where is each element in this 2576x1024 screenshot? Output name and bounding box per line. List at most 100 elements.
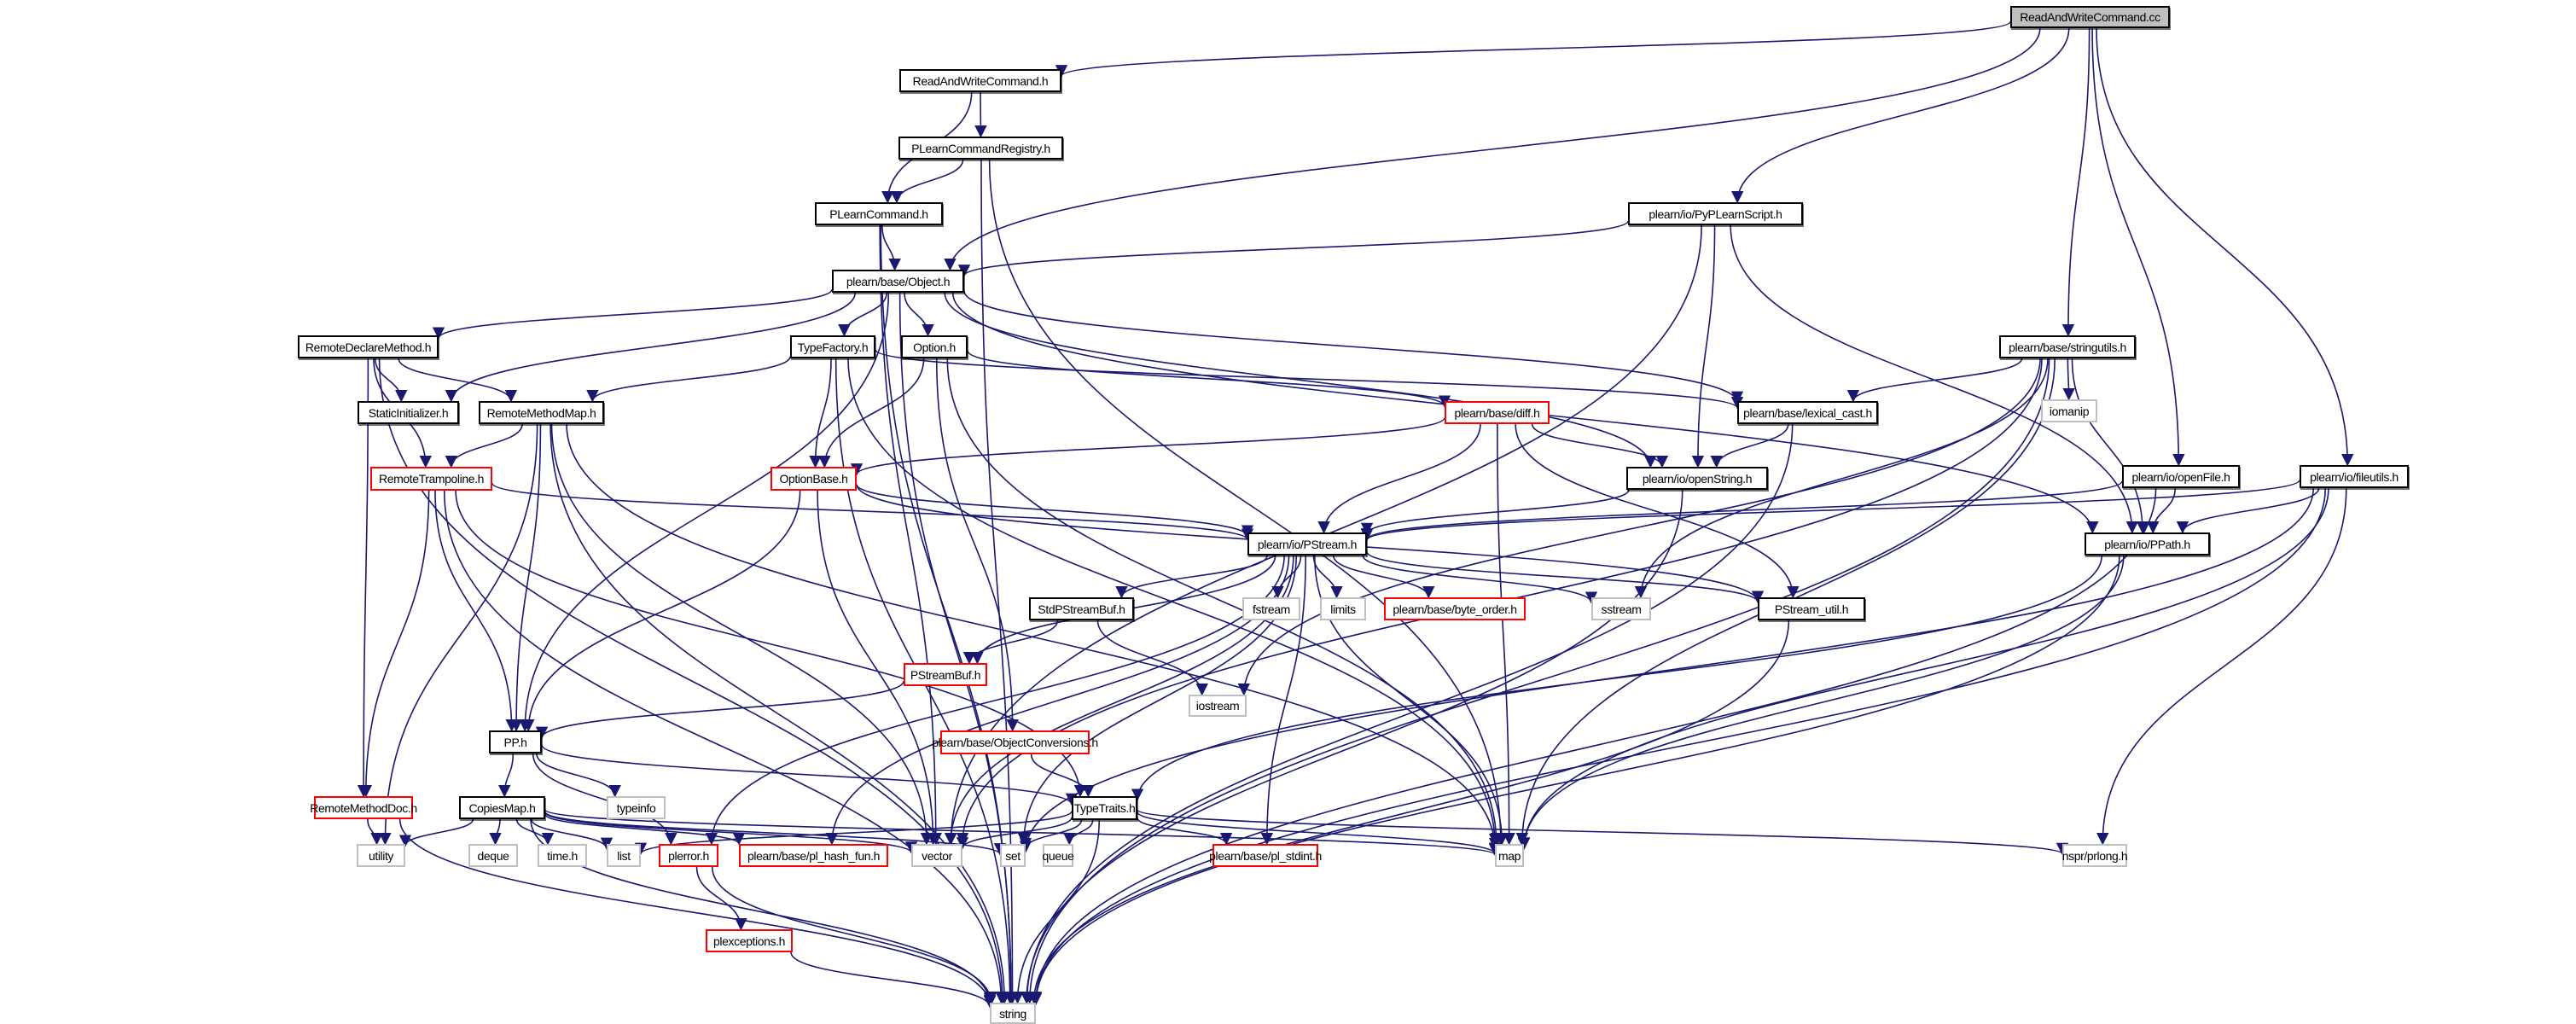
node-label: RemoteDeclareMethod.h [305, 340, 432, 354]
edge-ps-to-spb [1115, 555, 1268, 599]
node-label: plearn/base/byte_order.h [1393, 602, 1517, 616]
node-tt[interactable]: TypeTraits.h [1072, 796, 1137, 820]
edge-su-to-string [1023, 358, 2050, 1004]
edge-ps-to-limits [1312, 555, 1343, 599]
edge-tt-to-prlong [1137, 809, 2068, 856]
node-label: plearn/base/lexical_cast.h [1743, 405, 1872, 420]
node-label: ReadAndWriteCommand.h [912, 73, 1049, 88]
node-label: PP.h [503, 735, 527, 749]
node-ppd[interactable]: PP.h [489, 730, 542, 753]
node-plexc[interactable]: plexceptions.h [706, 929, 793, 952]
edge-fu-to-ps [1361, 479, 2300, 542]
node-fu[interactable]: plearn/io/fileutils.h [2300, 465, 2409, 488]
node-string: string [990, 1003, 1036, 1024]
edge-ob-to-vector [817, 490, 939, 846]
node-phf[interactable]: plearn/base/pl_hash_fun.h [739, 844, 888, 867]
node-stdint[interactable]: plearn/base/pl_stdint.h [1209, 844, 1322, 867]
edge-rt-to-ppd [434, 490, 518, 732]
edge-su-to-iomanip [2062, 358, 2075, 401]
node-rmm[interactable]: RemoteMethodMap.h [479, 401, 604, 424]
edge-obj-to-opt [904, 292, 934, 337]
edge-of-to-pp [2147, 487, 2177, 534]
edge-rmm-to-map [566, 423, 1502, 851]
node-iomanip: iomanip [2041, 399, 2097, 422]
node-bo[interactable]: plearn/base/byte_order.h [1384, 597, 1526, 620]
edge-obj-to-tf [838, 292, 887, 337]
node-su[interactable]: plearn/base/stringutils.h [1999, 335, 2136, 358]
node-ps[interactable]: plearn/io/PStream.h [1247, 532, 1367, 556]
node-rdm[interactable]: RemoteDeclareMethod.h [298, 335, 439, 358]
node-timeh: time.h [538, 844, 587, 867]
edge-opt-to-ob [818, 358, 925, 468]
node-psu[interactable]: PStream_util.h [1758, 597, 1865, 620]
node-os[interactable]: plearn/io/openString.h [1626, 467, 1768, 490]
node-label: TypeTraits.h [1073, 801, 1136, 815]
node-si[interactable]: StaticInitializer.h [358, 401, 459, 424]
edge-cm-to-vector [544, 812, 917, 854]
node-label: plearn/base/ObjectConversions.h [932, 736, 1098, 749]
node-label: fstream [1253, 602, 1290, 616]
node-ob[interactable]: OptionBase.h [770, 467, 857, 491]
node-lc[interactable]: plearn/base/lexical_cast.h [1737, 401, 1878, 424]
node-label: StaticInitializer.h [368, 405, 449, 420]
node-label: plearn/io/openFile.h [2131, 469, 2230, 484]
node-list: list [607, 844, 641, 867]
node-spb[interactable]: StdPStreamBuf.h [1029, 597, 1134, 620]
node-rwh[interactable]: ReadAndWriteCommand.h [899, 69, 1061, 92]
node-tf[interactable]: TypeFactory.h [790, 335, 875, 358]
edge-plerror-to-plexc [695, 866, 747, 931]
node-label: StdPStreamBuf.h [1038, 602, 1125, 616]
edge-ps-to-bo [1332, 555, 1435, 599]
node-typeinfo: typeinfo [607, 796, 666, 819]
edge-plexc-to-string [790, 951, 997, 1009]
edge-rdm-to-si [374, 358, 408, 403]
node-reg[interactable]: PLearnCommandRegistry.h [898, 137, 1063, 160]
edge-ppd-to-typeinfo [536, 753, 621, 798]
node-label: plearn/io/fileutils.h [2310, 469, 2399, 484]
node-label: utility [368, 848, 394, 863]
node-obj[interactable]: plearn/base/Object.h [832, 270, 964, 293]
edge-rmm-to-vector [550, 423, 933, 846]
edge-tt-to-queue [1063, 819, 1094, 846]
edge-obj-to-lc [963, 290, 1744, 404]
edge-su-to-iostream [1237, 358, 2041, 696]
node-label: PStreamBuf.h [910, 667, 981, 682]
node-opt[interactable]: Option.h [901, 335, 968, 358]
node-cm[interactable]: CopiesMap.h [459, 796, 545, 819]
node-psb[interactable]: PStreamBuf.h [904, 663, 987, 686]
node-vector: vector [911, 844, 962, 867]
node-label: nspr/prlong.h [2061, 848, 2128, 863]
edge-tt-to-set [1019, 819, 1083, 851]
node-rt[interactable]: RemoteTrampoline.h [370, 467, 492, 491]
node-pyscript[interactable]: plearn/io/PyPLearnScript.h [1628, 202, 1803, 225]
edge-diff-to-ob [851, 417, 1445, 476]
edge-reg-to-map [988, 159, 1508, 846]
edge-spb-to-psb [962, 620, 1059, 665]
edge-tf-to-ob [809, 358, 832, 468]
node-plerror[interactable]: plerror.h [659, 844, 718, 867]
node-oc[interactable]: plearn/base/ObjectConversions.h [932, 730, 1098, 754]
node-of[interactable]: plearn/io/openFile.h [2122, 465, 2240, 488]
edge-root-to-pyscript [1731, 27, 2070, 204]
edge-reg-to-string [980, 159, 1019, 1004]
edge-obj-to-si [445, 292, 856, 403]
edge-rdm-to-rmd [357, 358, 370, 798]
node-label: plearn/io/openString.h [1642, 471, 1753, 486]
edge-plerror-to-string [711, 866, 997, 1004]
node-prlong: nspr/prlong.h [2061, 844, 2128, 867]
node-diff[interactable]: plearn/base/diff.h [1445, 401, 1550, 424]
node-label: plearn/base/stringutils.h [2009, 340, 2126, 354]
edge-rt-to-rmd [359, 490, 430, 798]
edge-su-to-lc [1846, 358, 2023, 403]
node-label: PStream_util.h [1774, 602, 1849, 616]
edge-opt-to-map [946, 358, 1503, 846]
edge-pyscript-to-os [1691, 224, 1716, 468]
node-rmd[interactable]: RemoteMethodDoc.h [310, 796, 417, 819]
edge-cmd-to-vector [879, 224, 942, 846]
edge-lc-to-os [1710, 423, 1789, 468]
node-root[interactable]: ReadAndWriteCommand.cc [2010, 6, 2170, 28]
node-pp[interactable]: plearn/io/PPath.h [2085, 532, 2210, 556]
node-cmd[interactable]: PLearnCommand.h [815, 202, 943, 225]
edge-pp-to-string [1029, 555, 2120, 1005]
